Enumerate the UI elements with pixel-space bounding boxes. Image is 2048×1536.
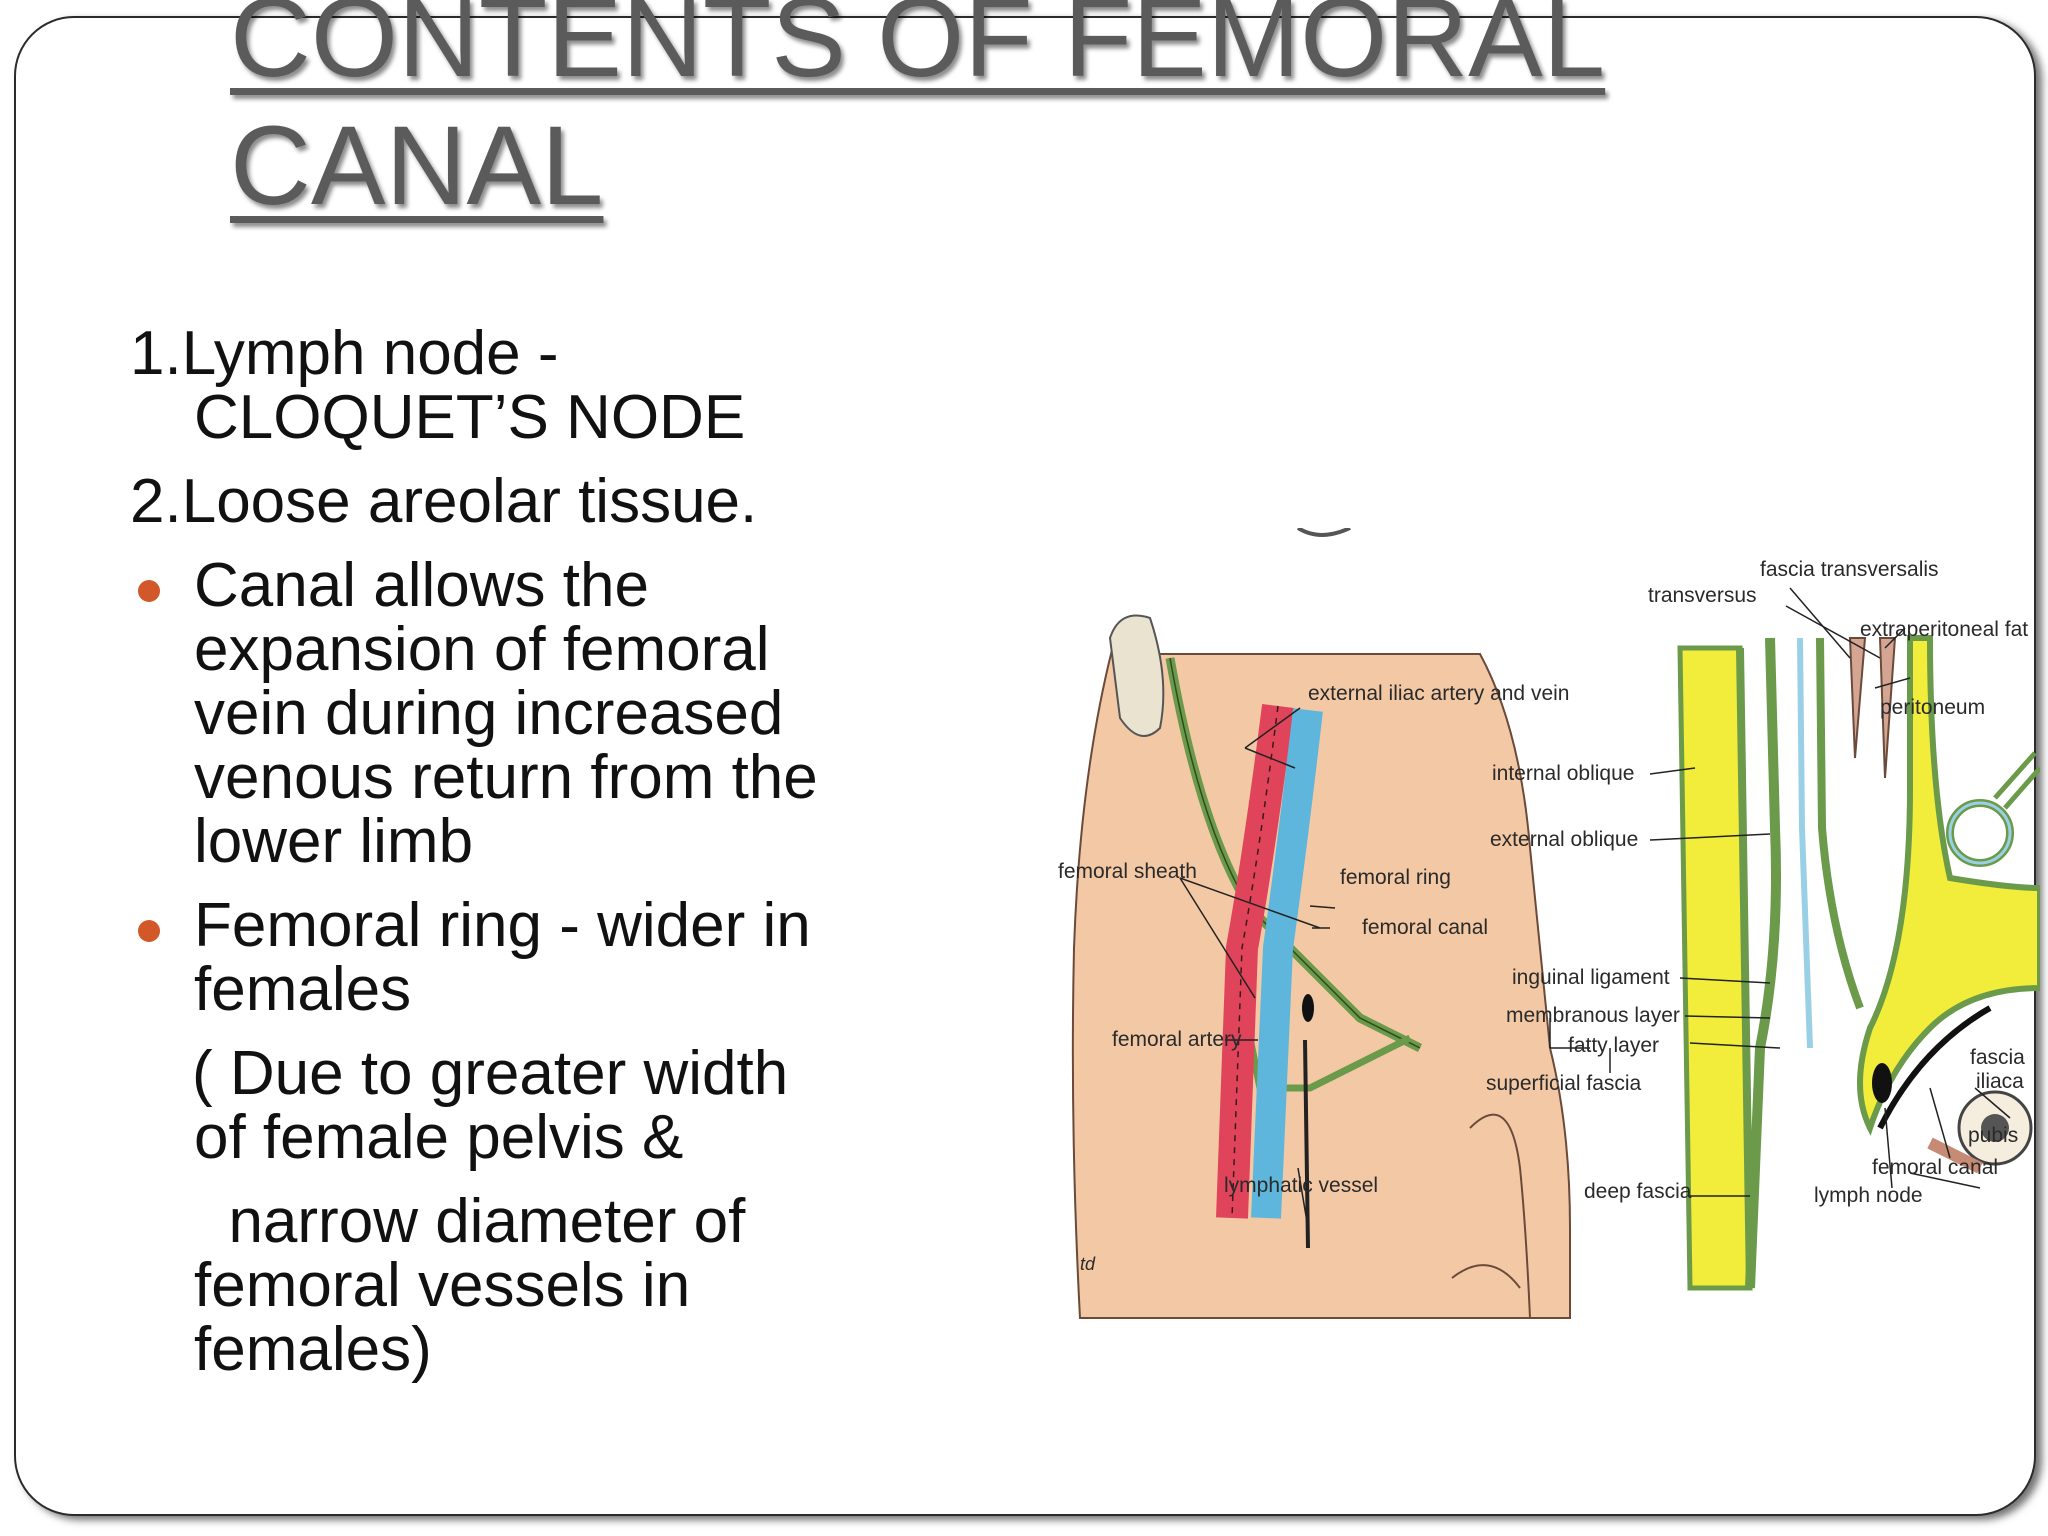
slide-body: 1.Lymph node - CLOQUET’S NODE 2.Loose ar… — [130, 322, 950, 1382]
note-line: ( Due to greater width — [192, 1039, 789, 1108]
item-1-detail: CLOQUET’S NODE — [194, 383, 746, 452]
cloquet-node-shape — [1302, 994, 1314, 1022]
title-line-2: CANAL — [230, 103, 604, 228]
thigh-panel: td — [1071, 614, 1571, 1319]
bullet-dot-icon — [138, 580, 160, 602]
peritoneal-stem — [1993, 751, 2040, 810]
bullet-item-canal: Canal allows the expansion of femoral ve… — [130, 554, 950, 874]
iliac-crest-shape — [1108, 614, 1165, 737]
peritoneal-loop-inner — [1948, 801, 2012, 865]
label-superficial-fascia: superficial fascia — [1486, 1072, 1642, 1095]
note-block: ( Due to greater width of female pelvis … — [130, 1042, 950, 1382]
bullet-1-line: expansion of femoral — [194, 615, 770, 684]
label-internal-oblique: internal oblique — [1492, 762, 1634, 785]
diagram-labels: fascia transversalis transversus extrape… — [1058, 558, 2028, 1207]
note-line: females) — [194, 1315, 432, 1384]
label-femoral-sheath: femoral sheath — [1058, 860, 1197, 883]
femoral-canal-outline — [1877, 1005, 1992, 1130]
inguinal-ligament-line — [1816, 637, 1864, 1010]
transversus-shape — [1878, 637, 1897, 779]
item-1-text: 1.Lymph node - — [130, 319, 559, 388]
note-line: narrow diameter of — [194, 1187, 746, 1256]
label-peritoneum: peritoneum — [1880, 696, 1985, 719]
note-line: femoral vessels in — [194, 1251, 691, 1320]
leader-lines — [1179, 587, 2011, 1229]
bullet-1-line: Canal allows the — [194, 551, 649, 620]
bullet-1-line: vein during increased — [194, 679, 784, 748]
skin-fold — [1451, 1264, 1521, 1289]
label-transversus: transversus — [1648, 584, 1757, 607]
label-inguinal-ligament: inguinal ligament — [1512, 966, 1670, 989]
label-fascia-iliaca-1: fascia — [1970, 1046, 2025, 1069]
bullet-item-ring: Femoral ring - wider in females — [130, 894, 950, 1022]
note-line: of female pelvis & — [194, 1103, 684, 1172]
label-membranous-layer: membranous layer — [1506, 1004, 1680, 1027]
external-oblique-line — [1745, 637, 1781, 1289]
bullet-2-line: Femoral ring - wider in — [194, 891, 811, 960]
bullet-2-line: females — [194, 955, 412, 1024]
lymphatic-vessel-line — [1303, 1039, 1310, 1249]
label-lymphatic-vessel: lymphatic vessel — [1224, 1174, 1378, 1197]
label-femoral-canal-left: femoral canal — [1362, 916, 1488, 939]
signature-label: td — [1080, 1254, 1096, 1274]
femoral-canal-diagram: td — [1058, 528, 2040, 1319]
label-external-oblique: external oblique — [1490, 828, 1638, 851]
femoral-vein-shape — [1251, 708, 1323, 1219]
slide-title: CONTENTS OF FEMORAL CANAL — [230, 0, 1730, 230]
label-fascia-iliaca-2: iliaca — [1976, 1070, 2024, 1093]
lymph-node-shape — [1872, 1063, 1892, 1103]
label-fatty-layer: fatty layer — [1568, 1034, 1659, 1057]
label-lymph-node: lymph node — [1814, 1184, 1923, 1207]
extraperitoneal-fat-shape — [1857, 635, 2040, 1136]
bullet-dot-icon — [138, 920, 160, 942]
transversalis-line — [1797, 637, 1813, 1049]
label-deep-fascia: deep fascia — [1584, 1180, 1692, 1203]
label-extraperitoneal-fat: extraperitoneal fat — [1860, 618, 2028, 641]
deep-fascia-line — [1736, 647, 1754, 1289]
cross-section-panel — [1296, 528, 2040, 1291]
scrotum-outline — [1469, 1113, 1531, 1319]
internal-oblique-shape — [1848, 637, 1867, 759]
label-femoral-canal-right: femoral canal — [1872, 1156, 1998, 1179]
label-pubis: pubis — [1968, 1124, 2018, 1147]
title-line-1: CONTENTS OF FEMORAL — [230, 0, 1606, 100]
label-fascia-transversalis: fascia transversalis — [1760, 558, 1939, 581]
bullet-1-line: lower limb — [194, 807, 474, 876]
pubis-core — [1981, 1114, 2009, 1142]
bullet-1-line: venous return from the — [194, 743, 818, 812]
item-2-text: 2.Loose areolar tissue. — [130, 467, 758, 536]
section-top-mark — [1296, 528, 1351, 537]
label-femoral-ring: femoral ring — [1340, 866, 1451, 889]
label-external-iliac: external iliac artery and vein — [1308, 682, 1569, 705]
artery-detail — [1231, 705, 1279, 1219]
label-femoral-artery: femoral artery — [1112, 1028, 1242, 1051]
fascia-iliaca-shape — [1927, 1137, 1983, 1174]
